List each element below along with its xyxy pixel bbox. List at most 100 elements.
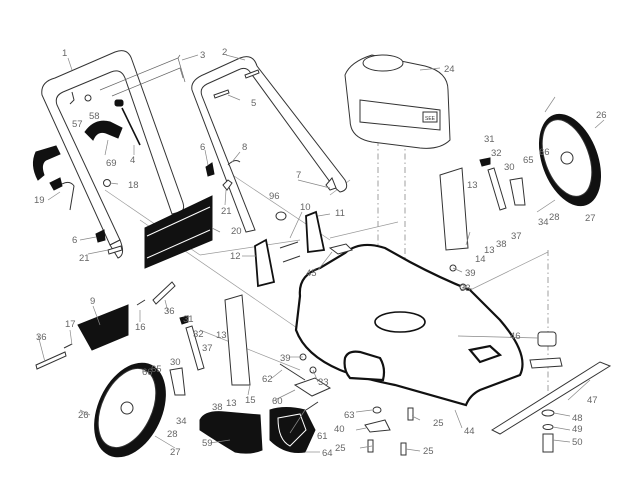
callout-26-right: 26 xyxy=(596,110,607,121)
rear-wheel[interactable] xyxy=(527,105,612,214)
discharge-door-64[interactable] xyxy=(269,407,316,453)
callout-64: 64 xyxy=(322,448,333,459)
callout-7: 7 xyxy=(296,170,301,181)
callout-1: 1 xyxy=(62,48,67,59)
deck-plate-45[interactable] xyxy=(328,243,353,255)
front-wheel[interactable] xyxy=(80,351,180,469)
callout-57: 57 xyxy=(72,119,83,130)
bolt-36-left[interactable] xyxy=(35,351,67,370)
callout-10: 10 xyxy=(300,202,311,213)
callout-8: 8 xyxy=(242,142,247,153)
bolt-21-lower[interactable] xyxy=(107,245,123,255)
callout-47: 47 xyxy=(587,395,598,406)
callout-9: 9 xyxy=(90,296,95,307)
callout-38-left: 38 xyxy=(212,402,223,413)
callout-24: 24 xyxy=(444,64,455,75)
knob-19[interactable] xyxy=(49,177,75,211)
blade-adapter-46[interactable] xyxy=(529,331,563,369)
rear-bracket-15[interactable] xyxy=(224,294,251,386)
callout-5: 5 xyxy=(251,98,256,109)
bracket-40[interactable] xyxy=(364,419,391,433)
callout-19: 19 xyxy=(34,195,45,206)
upper-handle-left[interactable] xyxy=(41,50,185,259)
callout-17: 17 xyxy=(65,319,76,330)
knob-6-right[interactable] xyxy=(205,162,215,177)
clip-57[interactable] xyxy=(69,91,75,105)
callout-11: 11 xyxy=(335,208,345,219)
callout-14: 14 xyxy=(475,254,486,265)
callout-65-right: 65 xyxy=(523,155,534,166)
washer-48[interactable] xyxy=(541,409,555,417)
callout-4: 4 xyxy=(130,155,135,166)
nut-58[interactable] xyxy=(84,94,92,102)
upper-handle-right[interactable] xyxy=(191,56,348,233)
handle-grip-lower[interactable] xyxy=(32,145,61,181)
callout-20: 20 xyxy=(231,226,242,237)
callout-39-left: 39 xyxy=(280,353,291,364)
clip-8[interactable] xyxy=(227,160,241,166)
callout-27-right: 27 xyxy=(585,213,596,224)
blade-bolt-50[interactable] xyxy=(542,433,554,453)
rear-flap[interactable] xyxy=(144,195,213,269)
callout-15: 15 xyxy=(245,395,256,406)
rod-62[interactable] xyxy=(279,363,306,381)
callout-28-left: 28 xyxy=(167,429,178,440)
mower-deck[interactable] xyxy=(294,243,524,407)
callout-34-right: 34 xyxy=(538,217,549,228)
callout-66-right: 66 xyxy=(539,147,550,158)
clip-96[interactable] xyxy=(275,211,287,221)
height-adjust-plate-11[interactable] xyxy=(305,210,326,254)
rear-bracket-14[interactable] xyxy=(439,167,469,251)
spring-16[interactable] xyxy=(136,299,146,306)
callout-48: 48 xyxy=(572,413,583,424)
cable[interactable] xyxy=(114,99,141,146)
callout-50: 50 xyxy=(572,437,583,448)
callout-13-d: 13 xyxy=(226,398,237,409)
callout-6-left: 6 xyxy=(72,235,77,246)
callout-69: 69 xyxy=(106,158,117,169)
callout-32-right: 32 xyxy=(491,148,502,159)
callout-36-right: 36 xyxy=(164,306,175,317)
front-flap[interactable] xyxy=(77,304,129,351)
bolt-21-upper[interactable] xyxy=(222,179,233,191)
callout-6-right: 6 xyxy=(200,142,205,153)
callout-31-left: 31 xyxy=(183,314,194,325)
callout-32-left: 32 xyxy=(193,329,204,340)
bolt-5[interactable] xyxy=(213,69,260,99)
knob-6-left[interactable] xyxy=(95,229,106,243)
callout-2: 2 xyxy=(222,47,227,58)
callout-45: 45 xyxy=(306,268,317,279)
callout-3: 3 xyxy=(200,50,205,61)
callout-46: 46 xyxy=(510,331,521,342)
adjust-lever-right[interactable] xyxy=(479,157,526,211)
callout-62: 62 xyxy=(262,374,273,385)
height-adjust-plate-12[interactable] xyxy=(254,238,276,288)
spring-17[interactable] xyxy=(63,343,73,349)
callout-39-right: 39 xyxy=(465,268,476,279)
callout-37-left: 37 xyxy=(202,343,213,354)
washer-18[interactable] xyxy=(103,179,111,187)
leader-lines xyxy=(37,54,605,453)
washer-49[interactable] xyxy=(542,424,554,430)
adjust-lever-left[interactable] xyxy=(169,315,205,396)
callout-labels: 1 2 3 4 5 6 6 7 8 9 10 11 12 13 13 13 13… xyxy=(34,47,607,459)
hinge-60[interactable] xyxy=(293,377,332,397)
bolt-36-right[interactable] xyxy=(152,281,176,305)
pins-10[interactable] xyxy=(279,241,301,263)
nut-63[interactable] xyxy=(372,406,382,414)
callout-34-left: 34 xyxy=(176,416,187,427)
callout-12: 12 xyxy=(230,251,241,262)
clip-7[interactable] xyxy=(325,177,337,191)
blade-47[interactable] xyxy=(490,361,612,435)
engine[interactable]: SEE xyxy=(344,54,451,149)
spring-61[interactable] xyxy=(305,401,319,411)
callout-25-c: 25 xyxy=(423,446,434,457)
callout-59: 59 xyxy=(202,438,213,449)
handle-grip-upper[interactable] xyxy=(84,120,123,141)
callout-33-right: 33 xyxy=(460,283,471,294)
control-bar[interactable] xyxy=(99,54,186,97)
callout-30-left: 30 xyxy=(170,357,181,368)
mulch-plug-59[interactable] xyxy=(199,411,263,454)
callout-13-a: 13 xyxy=(467,180,478,191)
